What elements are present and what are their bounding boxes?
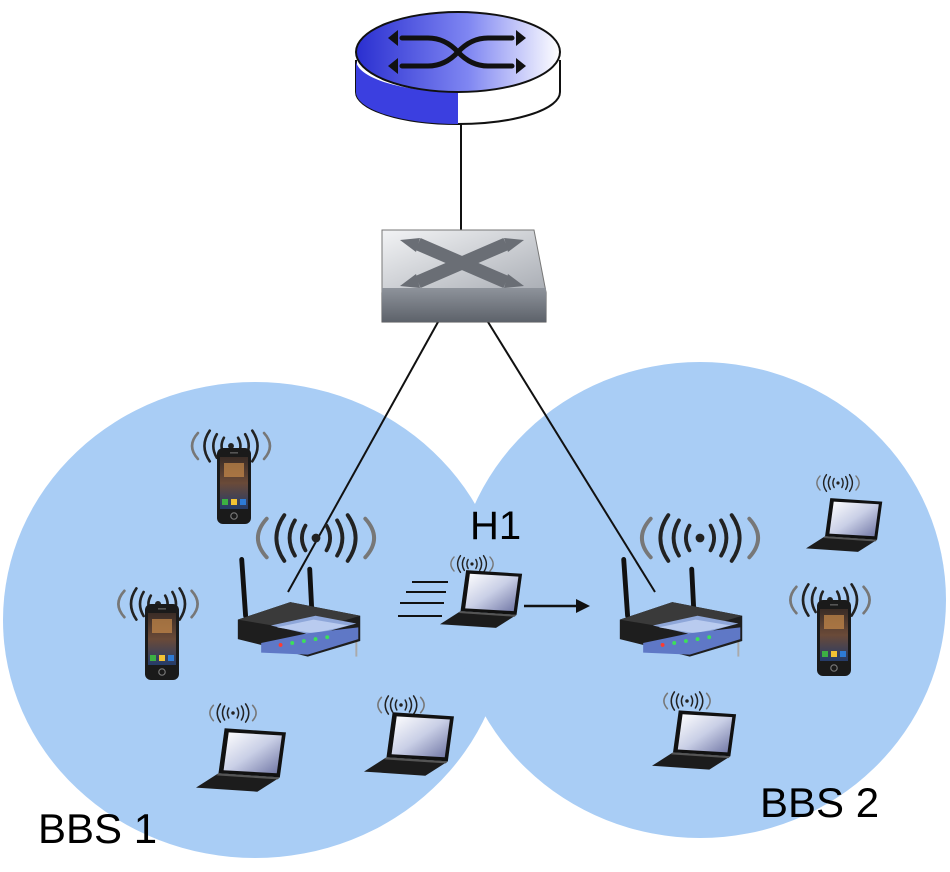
network-links [287, 118, 656, 593]
smartphone-icon [216, 447, 252, 525]
switch-icon [381, 229, 547, 323]
smartphone-icon [816, 599, 852, 677]
router-icon [355, 11, 561, 125]
host-h1 [398, 554, 590, 628]
bss1-label: BBS 1 [38, 805, 158, 852]
host-label: H1 [470, 504, 522, 548]
link-switch-ap2 [487, 321, 656, 593]
motion-lines-icon [398, 581, 448, 617]
bss2-label: BBS 2 [760, 779, 880, 826]
bss2-coverage-area [454, 362, 946, 838]
link-switch-ap1 [287, 321, 439, 593]
arrow-right-icon [524, 599, 590, 613]
smartphone-icon [144, 603, 180, 681]
